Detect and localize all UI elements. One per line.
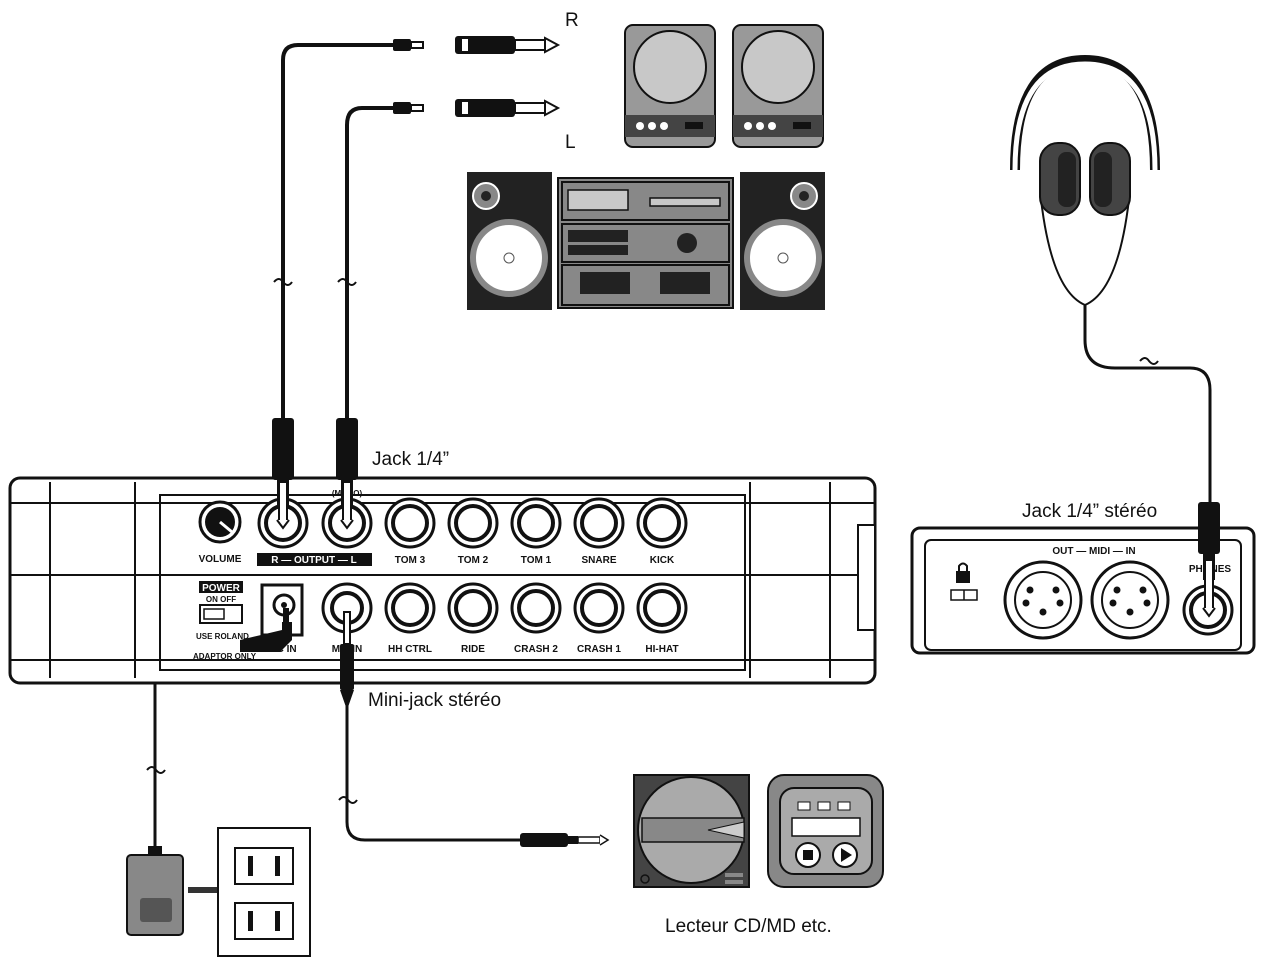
- module-rear-panel: [8, 476, 877, 685]
- jack-hi-hat[interactable]: [636, 582, 688, 634]
- jack-label-ride: RIDE: [461, 644, 485, 655]
- headphones-cable: [1083, 303, 1212, 504]
- mix-in-cable: [338, 703, 522, 842]
- jack-crash2[interactable]: [510, 582, 562, 634]
- output-label: R — OUTPUT — L: [271, 555, 357, 566]
- ac-adaptor-icon: [126, 846, 184, 936]
- jack-snare[interactable]: [573, 497, 625, 549]
- mini-plug: [340, 611, 354, 710]
- midi-out-port[interactable]: [1003, 560, 1083, 640]
- volume-label: VOLUME: [199, 554, 242, 565]
- jack-label-hh-ctrl: HH CTRL: [388, 644, 432, 655]
- adaptor-label-1: USE ROLAND: [196, 632, 249, 641]
- dc-plug: [240, 608, 292, 652]
- jack-ride[interactable]: [447, 582, 499, 634]
- trigger-jacks-bottom: [384, 582, 688, 634]
- jack-tom1[interactable]: [510, 497, 562, 549]
- adaptor-label-2: ADAPTOR ONLY: [193, 652, 257, 661]
- output-r-cable: [273, 43, 397, 420]
- stereo-system-icon: [467, 172, 825, 310]
- label-r: R: [565, 10, 579, 31]
- phone-plug-r: [272, 418, 294, 530]
- rca-to-phone-plug-r: [393, 36, 561, 54]
- label-jack-quarter-stereo: Jack 1/4” stéréo: [1022, 501, 1157, 522]
- power-switch[interactable]: [199, 604, 243, 624]
- label-mini-jack: Mini-jack stéréo: [368, 690, 501, 711]
- jack-crash1[interactable]: [573, 582, 625, 634]
- jack-label-kick: KICK: [650, 555, 675, 566]
- phone-plug-l: [336, 418, 358, 530]
- lock-icon: [950, 562, 978, 601]
- power-label-bar: [199, 581, 243, 593]
- midi-label: OUT — MIDI — IN: [1052, 546, 1135, 557]
- md-player-icon: [767, 774, 884, 888]
- jack-tom2[interactable]: [447, 497, 499, 549]
- rca-to-phone-plug-l: [393, 99, 561, 117]
- jack-label-tom1: TOM 1: [521, 555, 552, 566]
- midi-in-port[interactable]: [1090, 560, 1170, 640]
- output-l-cable: [337, 106, 397, 420]
- label-l: L: [565, 132, 576, 153]
- jack-hh-ctrl[interactable]: [384, 582, 436, 634]
- jack-label-crash1: CRASH 1: [577, 644, 621, 655]
- mini-plug-end: [520, 833, 610, 847]
- headphones-icon: [1010, 54, 1160, 307]
- jack-tom3[interactable]: [384, 497, 436, 549]
- cd-player-icon: [633, 774, 750, 888]
- speaker-icon: [624, 24, 716, 148]
- wall-outlet-icon: [217, 827, 311, 957]
- label-jack-quarter: Jack 1/4”: [372, 449, 449, 470]
- jack-label-tom2: TOM 2: [458, 555, 489, 566]
- dc-in-label: DC IN: [269, 644, 296, 655]
- label-cd-player: Lecteur CD/MD etc.: [665, 916, 832, 937]
- jack-label-snare: SNARE: [581, 555, 616, 566]
- jack-label-crash2: CRASH 2: [514, 644, 558, 655]
- volume-knob[interactable]: [198, 500, 242, 544]
- stereo-phone-plug: [1198, 502, 1220, 618]
- side-panel: [910, 526, 1256, 655]
- jack-kick[interactable]: [636, 497, 688, 549]
- power-states-label: ON OFF: [206, 595, 236, 604]
- trigger-jacks-top: [384, 497, 688, 549]
- output-label-bar: [257, 553, 372, 566]
- speaker-icon: [732, 24, 824, 148]
- power-label: POWER: [202, 583, 241, 594]
- jack-label-hi-hat: HI-HAT: [645, 644, 678, 655]
- jack-label-tom3: TOM 3: [395, 555, 426, 566]
